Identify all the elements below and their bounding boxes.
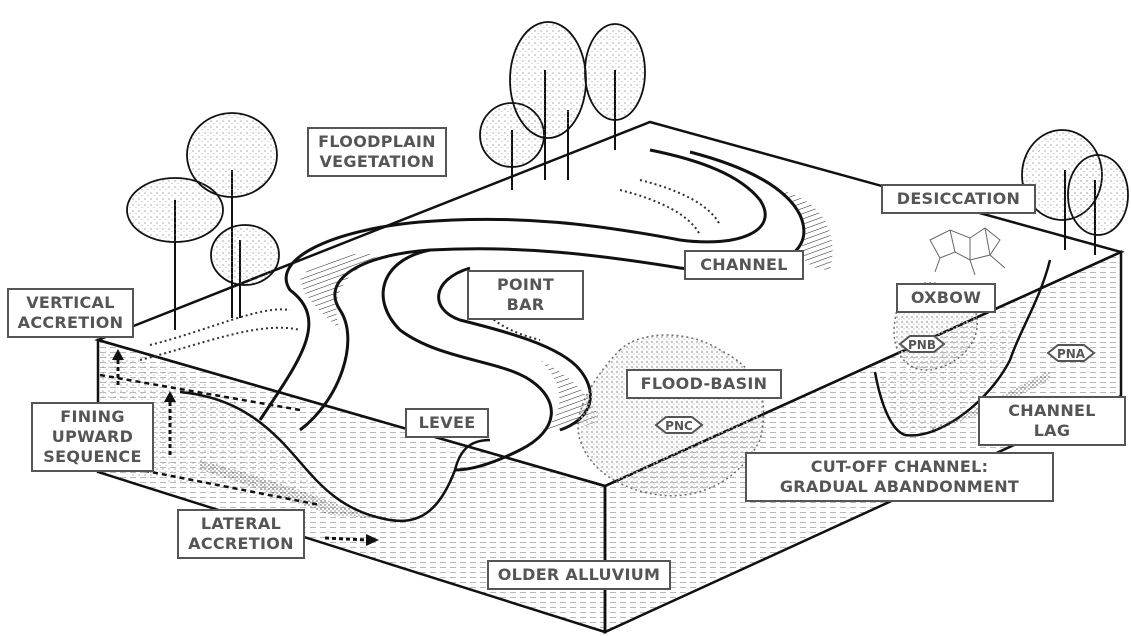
svg-text:PNB: PNB	[908, 338, 936, 352]
svg-text:PNA: PNA	[1057, 347, 1086, 361]
badge-pna: PNA	[1048, 345, 1094, 361]
label-older-alluvium: OLDER ALLUVIUM	[487, 560, 671, 590]
label-channel-lag: CHANNEL LAG	[978, 396, 1126, 446]
label-point-bar: POINT BAR	[467, 270, 584, 320]
label-oxbow: OXBOW	[896, 283, 996, 313]
label-fining-upward-sequence: FINING UPWARD SEQUENCE	[31, 402, 154, 472]
badge-pnb: PNB	[900, 336, 944, 352]
label-lateral-accretion: LATERAL ACCRETION	[177, 509, 305, 559]
label-channel: CHANNEL	[684, 250, 804, 280]
label-floodplain-vegetation: FLOODPLAIN VEGETATION	[307, 127, 447, 177]
label-desiccation: DESICCATION	[881, 184, 1036, 214]
label-levee: LEVEE	[405, 408, 489, 438]
label-cut-off-channel: CUT-OFF CHANNEL: GRADUAL ABANDONMENT	[745, 452, 1054, 502]
label-flood-basin: FLOOD-BASIN	[626, 369, 782, 399]
label-vertical-accretion: VERTICAL ACCRETION	[7, 288, 134, 338]
svg-text:PNC: PNC	[665, 419, 693, 433]
badge-pnc: PNC	[656, 417, 702, 433]
